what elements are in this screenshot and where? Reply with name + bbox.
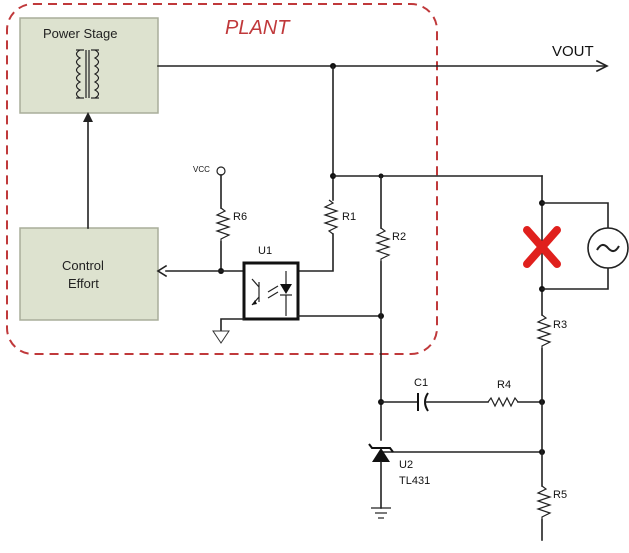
resistor-r4 <box>487 396 519 408</box>
ac-source-icon <box>587 227 629 269</box>
control-label-line1: Control <box>62 258 104 273</box>
r5-label: R5 <box>553 489 567 501</box>
r1-wire <box>297 233 334 272</box>
left-arrow-icon <box>156 264 168 278</box>
u1-label: U1 <box>258 245 272 257</box>
ac-bottom-wire <box>541 267 609 290</box>
ac-top-wire <box>541 202 609 229</box>
r6-label: R6 <box>233 211 247 223</box>
resistor-r6 <box>215 207 231 242</box>
resistor-r5 <box>536 485 552 520</box>
c1-label: C1 <box>414 377 428 389</box>
r1-label: R1 <box>342 211 356 223</box>
resistor-r1 <box>323 199 339 235</box>
red-x-icon <box>523 226 561 268</box>
control-effort-box <box>19 227 159 321</box>
resistor-r2 <box>375 227 391 262</box>
control-label-line2: Effort <box>68 276 99 291</box>
vout-arrow-icon <box>595 59 609 73</box>
optocoupler-u1 <box>242 261 300 321</box>
plant-label: PLANT <box>225 17 291 39</box>
vout-label: VOUT <box>552 43 594 60</box>
up-arrow-icon <box>83 112 93 122</box>
ground-icon <box>371 507 391 519</box>
vcc-terminal-icon <box>216 166 226 176</box>
power-stage-label: Power Stage <box>43 26 117 41</box>
r2-label: R2 <box>392 231 406 243</box>
tl431-u2 <box>368 443 394 462</box>
ground-wire <box>220 318 245 331</box>
vcc-label: VCC <box>193 165 210 174</box>
resistor-r3 <box>536 314 552 349</box>
ground-icon <box>212 330 230 344</box>
transformer-icon <box>75 49 100 99</box>
u2-part-label: TL431 <box>399 475 430 487</box>
u2-label: U2 <box>399 459 413 471</box>
r4-label: R4 <box>497 379 511 391</box>
r3-label: R3 <box>553 319 567 331</box>
plant-boundary <box>6 3 438 355</box>
